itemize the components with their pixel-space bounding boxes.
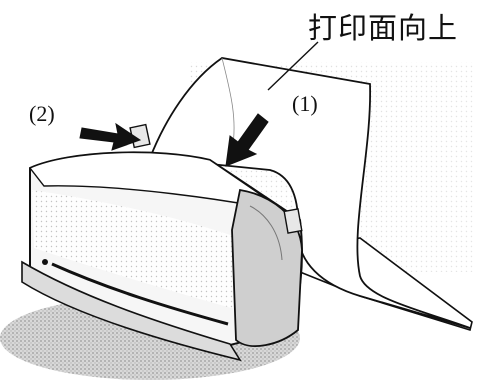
printer-base bbox=[21, 260, 242, 362]
arrow-down-left-icon bbox=[225, 113, 269, 167]
right-paper-guide bbox=[283, 208, 303, 234]
printer-side-cap bbox=[231, 188, 303, 347]
indicator-light bbox=[42, 259, 48, 265]
print-side-up-caption: 打印面向上 bbox=[308, 11, 459, 45]
step-2-marker: (2) bbox=[29, 101, 55, 126]
paper-exit-slot bbox=[51, 262, 229, 326]
step-1-marker: (1) bbox=[292, 91, 318, 116]
arrow-right-icon bbox=[79, 122, 142, 151]
caption-leader-line bbox=[267, 41, 319, 91]
